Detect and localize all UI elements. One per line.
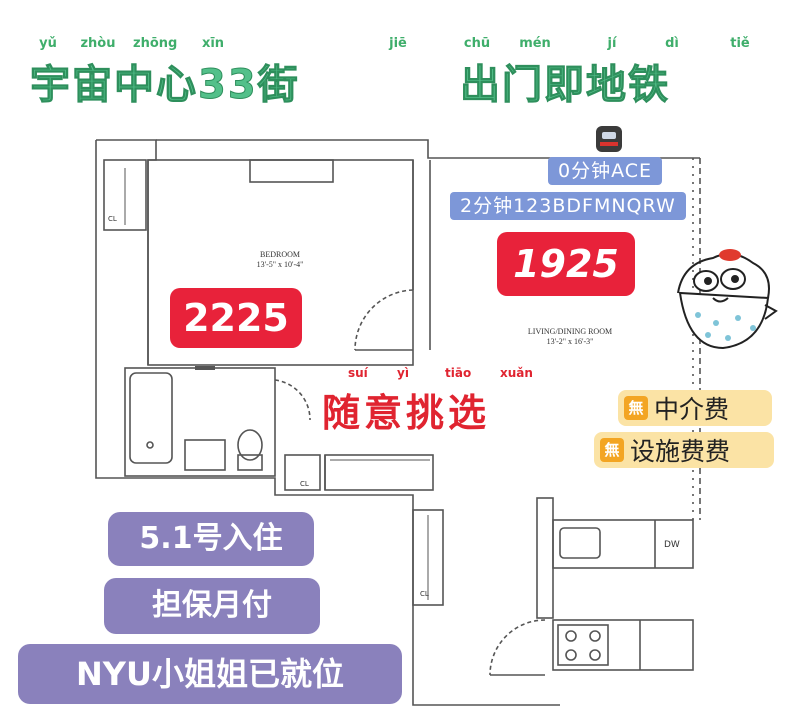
title-pinyin-syllable: tiě xyxy=(730,36,750,51)
closet-label: CL xyxy=(108,215,117,223)
bedroom-dims: 13'-5" x 10'-4" xyxy=(256,260,304,269)
pick-pinyin-syllable: xuǎn xyxy=(500,366,533,380)
closet-label: CL xyxy=(300,480,309,488)
no-fee-badge-icon: 無 xyxy=(624,396,648,420)
title-pinyin-syllable: zhōng xyxy=(133,36,178,51)
pick-pinyin-syllable: suí xyxy=(348,366,368,380)
roommate-tag: NYU小姐姐已就位 xyxy=(18,644,402,704)
no-fee-badge-icon: 無 xyxy=(600,438,624,462)
title-pinyin-syllable: xīn xyxy=(201,36,225,51)
pick-pinyin-syllable: tiāo xyxy=(445,366,472,380)
no-agent-fee-tag: 無 中介费 xyxy=(618,390,772,426)
subway-badge-ace: 0分钟ACE xyxy=(548,157,663,185)
no-amenity-fee-tag: 無 设施费费 xyxy=(594,432,774,468)
dishwasher-label: DW xyxy=(664,540,680,550)
bedroom-price-tag: 2225 xyxy=(170,288,302,348)
closet-label: CL xyxy=(420,590,429,598)
title-pinyin-syllable: jiē xyxy=(389,36,407,51)
rice-bowl-mascot-icon xyxy=(677,249,778,350)
title-pinyin-syllable: dì xyxy=(665,36,679,51)
living-room-price-tag: 1925 xyxy=(497,232,635,296)
bedroom-label: BEDROOM 13'-5" x 10'-4" xyxy=(230,250,330,270)
living-room-dims: 13'-2" x 16'-3" xyxy=(546,337,594,346)
pick-pinyin-syllable: yì xyxy=(397,366,409,380)
title-pinyin-syllable: jí xyxy=(607,36,617,51)
title-pinyin-syllable: yǔ xyxy=(39,36,57,51)
guarantee-monthly-tag: 担保月付 xyxy=(104,578,320,634)
page-title-location: 宇宙中心33街 xyxy=(30,62,300,109)
metro-icon xyxy=(596,126,622,152)
living-room-label: LIVING/DINING ROOM 13'-2" x 16'-3" xyxy=(510,327,630,347)
no-agent-fee-label: 中介费 xyxy=(654,395,730,424)
page-title-subway: 出门即地铁 xyxy=(460,62,670,109)
title-pinyin-syllable: chū xyxy=(463,36,491,51)
title-pinyin-syllable: mén xyxy=(519,36,551,51)
subway-badge-lines: 2分钟123BDFMNQRW xyxy=(450,192,686,220)
no-amenity-fee-label: 设施费费 xyxy=(630,437,731,466)
bedroom-name: BEDROOM xyxy=(259,250,300,259)
pick-freely-text: 随意挑选 xyxy=(322,391,491,435)
move-in-date-tag: 5.1号入住 xyxy=(108,512,314,566)
title-pinyin-syllable: zhòu xyxy=(80,36,116,51)
living-room-name: LIVING/DINING ROOM xyxy=(527,327,613,336)
